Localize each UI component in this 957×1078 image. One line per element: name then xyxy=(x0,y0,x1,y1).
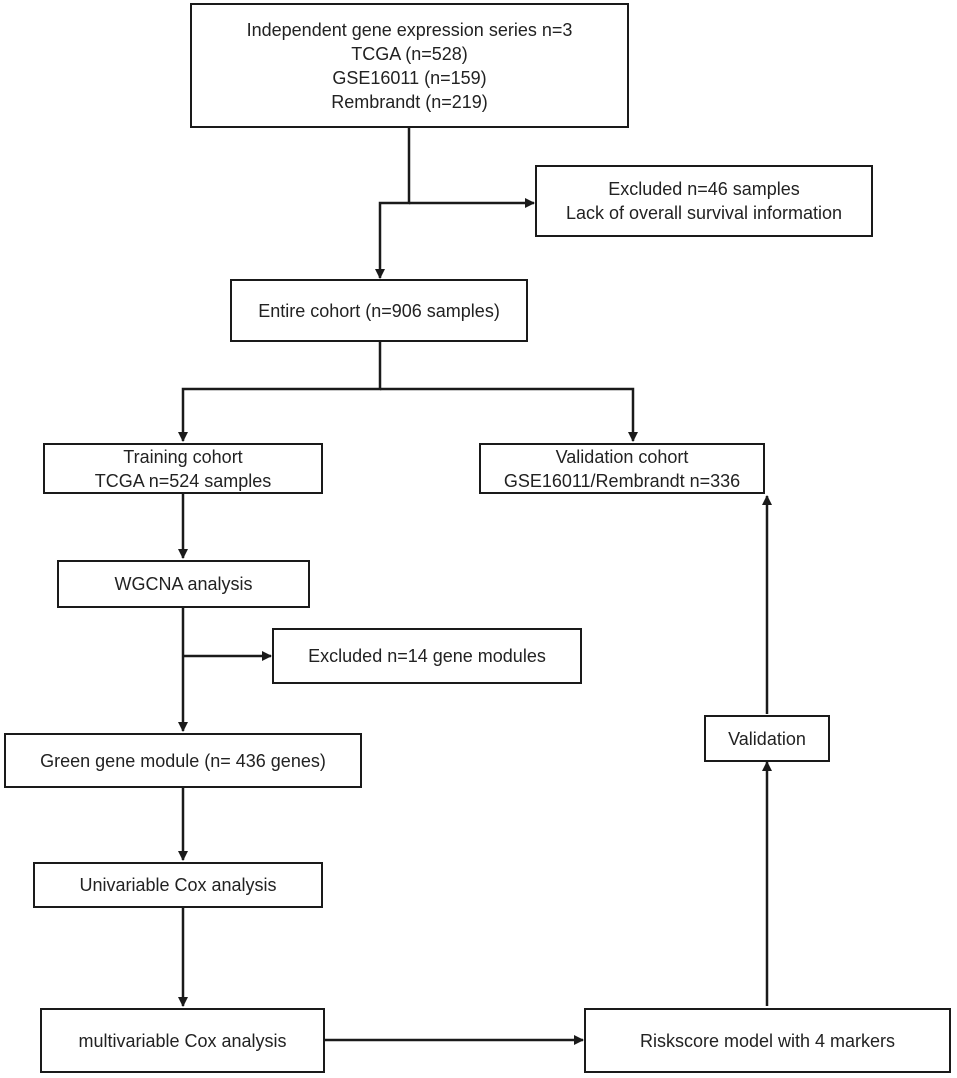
wgcna-label: WGCNA analysis xyxy=(114,574,253,594)
edge-entire-cohort-to-training-cohort xyxy=(178,342,382,442)
validation-cohort-box: Validation cohort GSE16011/Rembrandt n=3… xyxy=(479,443,765,494)
excluded-modules-label: Excluded n=14 gene modules xyxy=(308,646,546,666)
training-cohort-box: Training cohort TCGA n=524 samples xyxy=(43,443,323,494)
entire-cohort-box: Entire cohort (n=906 samples) xyxy=(230,279,528,342)
univariable-cox-label: Univariable Cox analysis xyxy=(79,875,277,895)
riskscore-model-label: Riskscore model with 4 markers xyxy=(639,1030,896,1051)
validation-box: Validation xyxy=(704,715,830,762)
riskscore-model-box: Riskscore model with 4 markers xyxy=(584,1008,951,1073)
multivariable-cox-box: multivariable Cox analysis xyxy=(40,1008,325,1073)
training-cohort-line: Training cohort xyxy=(123,446,243,467)
validation-cohort-line: GSE16011/Rembrandt n=336 xyxy=(503,470,741,491)
excluded-samples-line: Excluded n=46 samples xyxy=(608,179,800,199)
validation-label: Validation xyxy=(728,728,806,749)
sources-line: GSE16011 (n=159) xyxy=(332,67,487,88)
excluded-samples-box: Excluded n=46 samples Lack of overall su… xyxy=(535,165,873,237)
sources-box: Independent gene expression series n=3 T… xyxy=(190,3,629,128)
green-module-box: Green gene module (n= 436 genes) xyxy=(4,733,362,788)
excluded-samples-line: Lack of overall survival information xyxy=(565,203,843,223)
sources-line: Independent gene expression series n=3 xyxy=(246,19,573,40)
edge-sources-to-entire-cohort xyxy=(375,128,411,279)
sources-line: Rembrandt (n=219) xyxy=(331,91,488,112)
univariable-cox-box: Univariable Cox analysis xyxy=(33,862,323,908)
excluded-modules-box: Excluded n=14 gene modules xyxy=(272,628,582,684)
green-module-label: Green gene module (n= 436 genes) xyxy=(40,750,326,771)
wgcna-box: WGCNA analysis xyxy=(57,560,310,608)
training-cohort-line: TCGA n=524 samples xyxy=(94,470,272,491)
validation-cohort-line: Validation cohort xyxy=(555,446,689,467)
sources-line: TCGA (n=528) xyxy=(351,43,468,64)
entire-cohort-label: Entire cohort (n=906 samples) xyxy=(258,300,500,321)
edge-entire-cohort-to-validation-cohort xyxy=(380,387,638,442)
multivariable-cox-label: multivariable Cox analysis xyxy=(78,1030,287,1051)
